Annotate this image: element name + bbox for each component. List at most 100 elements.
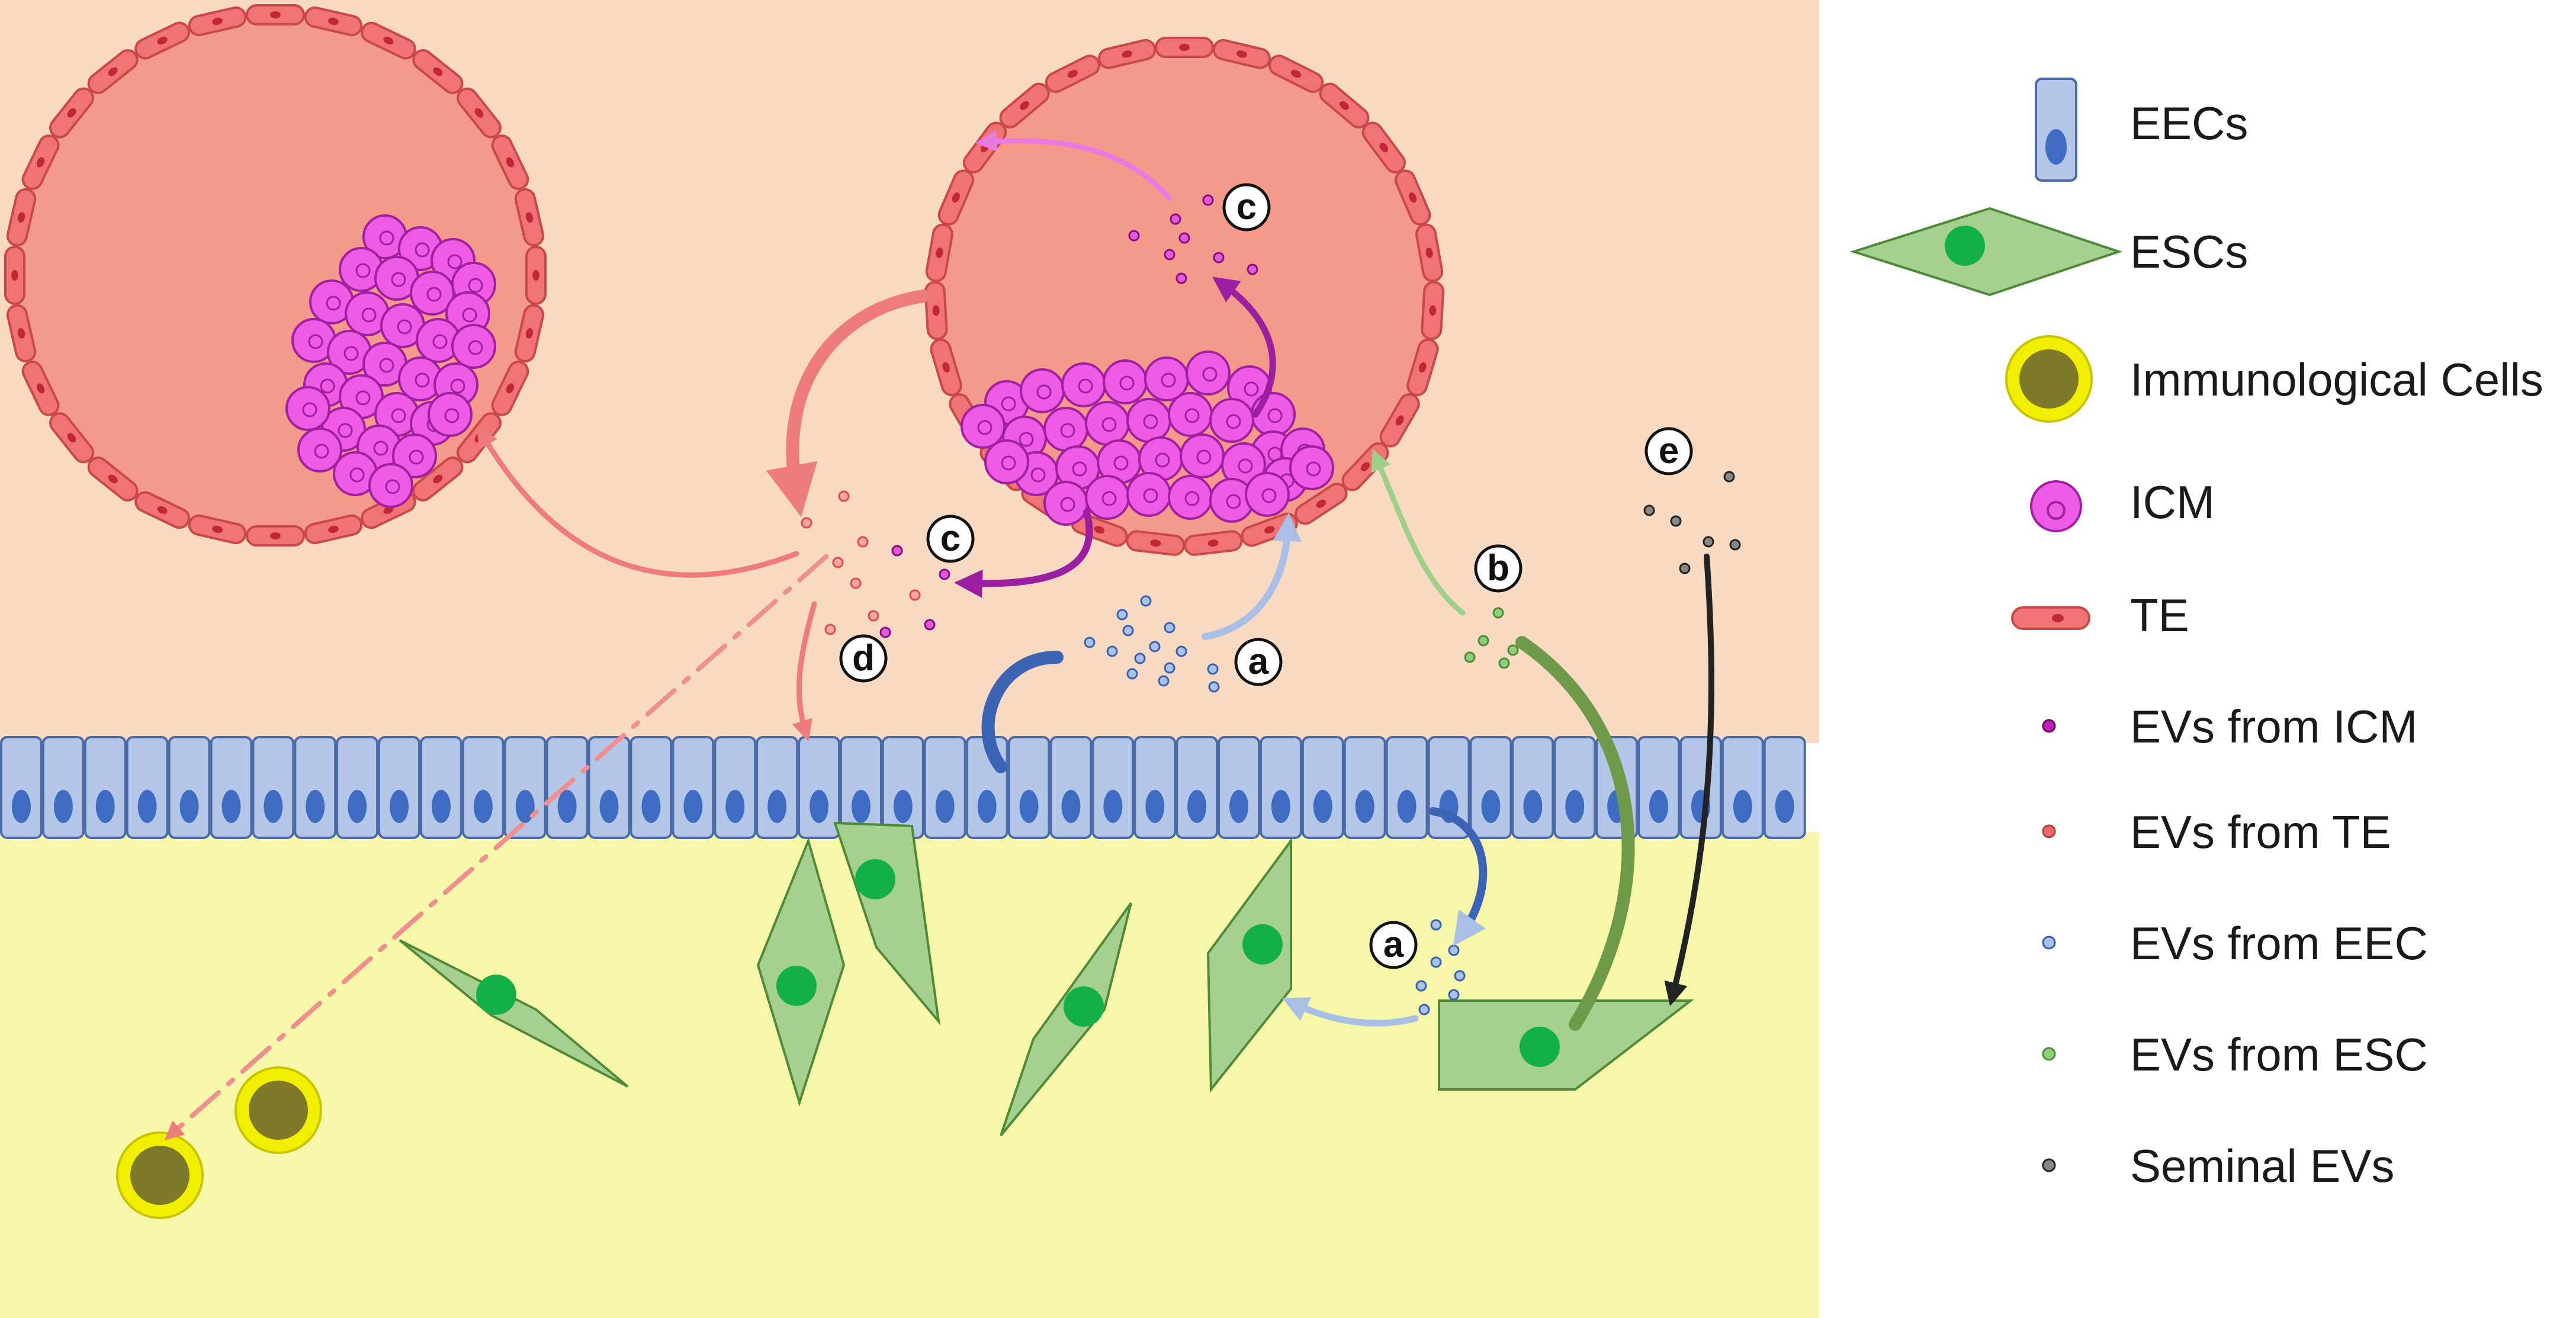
ev-eec-cluster-lower bbox=[1415, 919, 1466, 1015]
ev-dot bbox=[1415, 980, 1427, 992]
blastocyst-right bbox=[924, 37, 1445, 556]
te-cell bbox=[412, 457, 464, 502]
ev-dot bbox=[1126, 668, 1138, 680]
te-ev-to-blastocyst-arrow bbox=[477, 426, 799, 578]
icm-cell bbox=[1126, 398, 1171, 443]
legend-label-immune: Immunological Cells bbox=[2130, 353, 2543, 406]
ev-dot bbox=[1158, 675, 1170, 687]
ev-dot bbox=[1477, 635, 1489, 647]
te-cell bbox=[1406, 338, 1439, 397]
te-cell bbox=[525, 246, 547, 305]
te-cell bbox=[1155, 37, 1214, 58]
te-cell bbox=[1379, 393, 1420, 448]
te-cell bbox=[134, 491, 190, 529]
icm-ev-internal-arrow bbox=[1212, 277, 1276, 418]
eec-cell bbox=[1385, 736, 1428, 839]
svg-text:c: c bbox=[940, 518, 961, 559]
svg-text:d: d bbox=[852, 638, 875, 679]
label-b: b bbox=[1474, 544, 1523, 593]
legend-esc-symbol bbox=[1849, 207, 2123, 297]
eec-cell bbox=[840, 736, 882, 839]
eec-cell bbox=[378, 736, 420, 839]
ev-dot bbox=[1213, 252, 1225, 263]
legend-icm-symbol bbox=[2030, 480, 2082, 532]
te-cell bbox=[514, 188, 545, 247]
ev-dot bbox=[1164, 249, 1175, 261]
ev-seminal-cluster bbox=[1643, 471, 1741, 574]
ev-esc-cluster bbox=[1464, 607, 1519, 669]
pathway-arrows bbox=[165, 130, 1714, 1140]
eec-cell bbox=[503, 736, 547, 839]
ev-dot bbox=[1202, 194, 1214, 206]
icm-cell bbox=[451, 324, 496, 369]
icm-cell bbox=[1221, 442, 1266, 487]
legend-label-eec: EECs bbox=[2130, 97, 2248, 149]
ev-dot bbox=[1464, 651, 1476, 663]
eec-cell bbox=[1511, 736, 1554, 839]
ev-icm-cluster-upper bbox=[1128, 194, 1258, 284]
seminal-ev-arrow bbox=[1664, 554, 1714, 1007]
inner-cell-mass bbox=[961, 351, 1334, 526]
te-cell bbox=[1415, 223, 1444, 282]
ev-dot bbox=[1175, 645, 1187, 657]
legend-label-ev-te: EVs from TE bbox=[2130, 806, 2391, 858]
eec-cell bbox=[1637, 736, 1681, 839]
te-cell bbox=[1183, 530, 1243, 556]
ev-dot bbox=[1448, 989, 1460, 1001]
eec-cell bbox=[1301, 736, 1344, 839]
eec-cell bbox=[252, 736, 295, 839]
ev-dot bbox=[1208, 681, 1220, 693]
pathway-labels: a a b c c d e bbox=[839, 183, 1693, 969]
te-cell bbox=[87, 457, 139, 502]
ev-dot bbox=[1084, 637, 1096, 648]
te-cell bbox=[49, 87, 94, 139]
icm-cell bbox=[1289, 445, 1334, 490]
te-cell bbox=[457, 87, 502, 139]
te-cell bbox=[491, 134, 529, 190]
legend-ev-icm-dot bbox=[2042, 719, 2056, 733]
eec-cell bbox=[83, 736, 127, 839]
icm-cell bbox=[1043, 407, 1088, 452]
ev-dot bbox=[868, 610, 879, 622]
te-cell bbox=[188, 514, 247, 545]
eec-cell bbox=[1763, 736, 1806, 839]
icm-cell bbox=[1085, 475, 1130, 520]
te-cell bbox=[49, 412, 94, 464]
eec-cell bbox=[629, 736, 673, 839]
icm-cell bbox=[1245, 472, 1290, 517]
ev-dot bbox=[1430, 956, 1442, 968]
esc-cell bbox=[399, 939, 629, 1088]
ev-dot bbox=[801, 517, 812, 529]
label-a-lower: a bbox=[1369, 921, 1418, 969]
legend-ev-esc-dot bbox=[2042, 1047, 2056, 1061]
te-cell bbox=[1126, 530, 1186, 556]
extracellular-vesicles bbox=[801, 194, 1741, 1015]
eec-cell bbox=[126, 736, 169, 839]
esc-cell bbox=[756, 837, 846, 1107]
icm-cell bbox=[333, 451, 378, 496]
eec-ev-to-esc-arrow bbox=[1282, 997, 1419, 1027]
te-cell bbox=[1212, 38, 1271, 69]
te-cell bbox=[134, 21, 190, 60]
icm-cell bbox=[1209, 398, 1254, 443]
ev-dot bbox=[1164, 662, 1175, 674]
ev-dot bbox=[850, 577, 862, 589]
legend-ev-seminal-dot bbox=[2042, 1158, 2056, 1172]
esc-cell bbox=[1000, 902, 1132, 1137]
eec-cell bbox=[1721, 736, 1764, 839]
eec-cell bbox=[420, 736, 462, 839]
ev-icm-cluster-middle bbox=[879, 545, 950, 638]
icm-cell bbox=[410, 271, 455, 316]
te-ev-to-epithelium-arrow bbox=[792, 601, 817, 742]
icm-cell bbox=[297, 427, 342, 472]
icm-cell bbox=[961, 404, 1006, 449]
ev-dot bbox=[1679, 562, 1691, 574]
ev-dot bbox=[1128, 230, 1140, 242]
ev-dot bbox=[939, 568, 950, 580]
eec-cell bbox=[756, 736, 799, 839]
endometrial-stromal-cells bbox=[399, 821, 1694, 1137]
icm-cell bbox=[362, 342, 407, 387]
ev-dot bbox=[1178, 232, 1190, 244]
svg-text:c: c bbox=[1236, 187, 1257, 227]
eec-cell bbox=[1133, 736, 1177, 839]
